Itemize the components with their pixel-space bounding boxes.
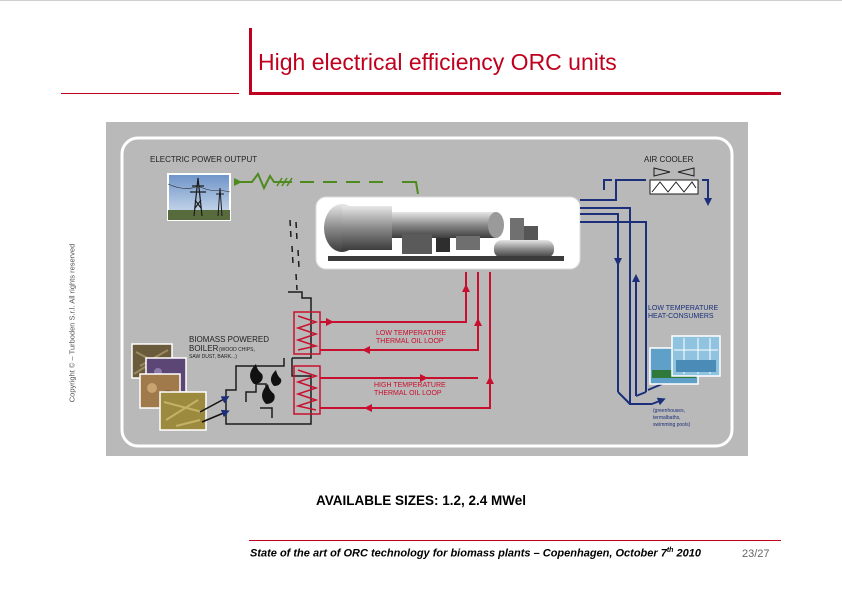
consumers-note-line3: swimming pools) <box>653 422 691 428</box>
top-border-line <box>0 0 842 1</box>
orc-unit[interactable] <box>315 196 581 270</box>
low-temp-loop-label-line2: THERMAL OIL LOOP <box>376 338 444 345</box>
slide-title: High electrical efficiency ORC units <box>258 49 617 75</box>
heat-consumers-label-line2: HEAT-CONSUMERS <box>648 313 714 320</box>
footer-rule <box>249 540 781 541</box>
low-temperature-thermal-oil-loop <box>320 272 482 354</box>
title-horizontal-rule <box>249 92 781 95</box>
footer-text: State of the art of ORC technology for b… <box>250 547 701 560</box>
high-temp-loop-label-line1: HIGH TEMPERATURE <box>374 382 446 389</box>
power-lines-photo <box>167 173 231 221</box>
biomass-boiler-note-line1: (WOOD CHIPS, <box>219 347 255 353</box>
consumers-note-line2: termalbaths, <box>653 415 681 421</box>
electric-output-line <box>234 172 419 195</box>
flame-icon <box>250 364 282 404</box>
high-temperature-thermal-oil-loop <box>320 272 494 412</box>
fuel-feed-arrow-2 <box>201 409 230 423</box>
heat-consumers-label-line1: LOW TEMPERATURE <box>648 305 718 312</box>
fuel-feed-arrow-1 <box>199 396 230 413</box>
biomass-boiler-label-line1: BIOMASS POWERED <box>189 335 269 344</box>
biomass-boiler[interactable] <box>225 311 321 425</box>
biomass-boiler-note-line2: SAW DUST, BARK...) <box>189 354 237 360</box>
title-left-rule <box>61 93 239 94</box>
page-number: 23/27 <box>742 548 770 560</box>
biomass-boiler-label-line2: BOILER <box>189 344 219 353</box>
air-cooler-label: AIR COOLER <box>644 155 694 164</box>
footer-text-sup: th <box>666 547 674 554</box>
copyright-notice: Copyright © – Turboden S.r.l. All rights… <box>67 243 77 403</box>
air-cooler-icon <box>649 167 699 195</box>
diagram-outer-frame <box>120 136 734 448</box>
electric-power-output-label: ELECTRIC POWER OUTPUT <box>150 155 257 164</box>
heat-consumers-photos <box>649 335 721 385</box>
footer-text-main: State of the art of ORC technology for b… <box>250 547 667 560</box>
high-temp-loop-label-line2: THERMAL OIL LOOP <box>374 390 442 397</box>
orc-plant-diagram: ELECTRIC POWER OUTPUT <box>106 122 748 456</box>
heat-consumer-water-loop <box>580 179 712 406</box>
biomass-fuel-photos <box>131 343 207 431</box>
available-sizes: AVAILABLE SIZES: 1.2, 2.4 MWel <box>315 493 527 508</box>
chimney-stack <box>288 291 312 359</box>
low-temp-loop-label-line1: LOW TEMPERATURE <box>376 330 446 337</box>
footer-text-year: 2010 <box>673 547 701 560</box>
title-vertical-rule <box>249 28 252 95</box>
consumers-note-line1: (greenhouses, <box>653 408 685 414</box>
